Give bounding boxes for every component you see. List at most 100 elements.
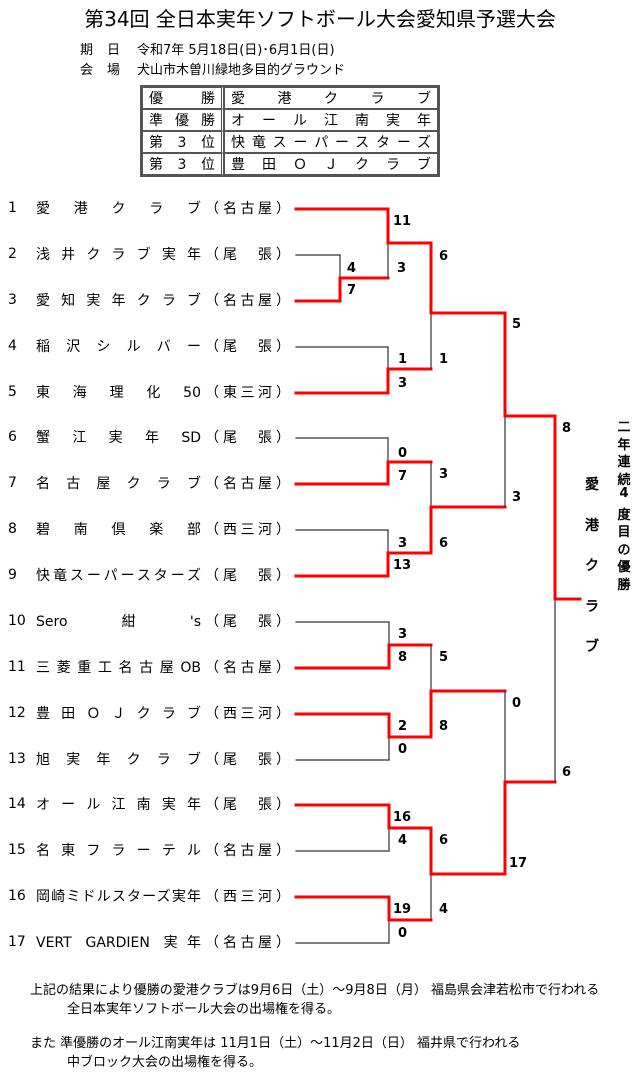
champion-note-char: 年 bbox=[617, 437, 631, 453]
footer-line: 上記の結果により優勝の愛港クラブは9月6日（土）～9月8日（月） 福島県会津若松… bbox=[30, 983, 600, 998]
score-label: 8 bbox=[562, 421, 572, 436]
score-label: 3 bbox=[398, 376, 408, 391]
team-region: （尾張） bbox=[205, 427, 290, 447]
team-region: （西三河） bbox=[205, 703, 290, 723]
score-label: 16 bbox=[393, 810, 412, 825]
champion-name-char: ブ bbox=[585, 639, 599, 655]
footer-line: また 準優勝のオール江南実年は 11月1日（土）～11月2日（日） 福井県で行わ… bbox=[30, 1036, 521, 1051]
footer-line: 中ブロック大会の出場権を得る。 bbox=[67, 1055, 263, 1070]
team-region-name: 名古屋 bbox=[223, 660, 272, 676]
score-label: 0 bbox=[512, 696, 522, 711]
champion-note-char: 連 bbox=[617, 455, 631, 470]
team-region-name: 名古屋 bbox=[223, 843, 272, 859]
score-label: 0 bbox=[398, 926, 408, 941]
score-label: 0 bbox=[398, 742, 408, 757]
team-name: 東海理化50 bbox=[36, 385, 201, 401]
score-label: 4 bbox=[347, 261, 357, 276]
score-label: 11 bbox=[393, 214, 412, 229]
score-label: 3 bbox=[439, 467, 449, 482]
team-region-name: 尾張 bbox=[223, 797, 272, 813]
team-region-name: 尾張 bbox=[223, 568, 272, 584]
team-name: オール江南実年 bbox=[36, 797, 201, 813]
team-name: 旭実年クラブ bbox=[36, 752, 201, 768]
score-label: 5 bbox=[439, 650, 449, 665]
champion-name-char: ク bbox=[585, 558, 599, 574]
page-title: 第34回 全日本実年ソフトボール大会愛知県予選大会 bbox=[84, 7, 556, 31]
score-label: 4 bbox=[439, 902, 449, 917]
champion-note-char: 続 bbox=[617, 472, 631, 488]
footer-line: 全日本実年ソフトボール大会の出場権を得る。 bbox=[67, 1002, 341, 1017]
team-region-name: 尾張 bbox=[223, 752, 272, 768]
champion-note-char: 優 bbox=[617, 560, 631, 575]
team-region: （西三河） bbox=[205, 886, 290, 906]
team-region: （名古屋） bbox=[205, 473, 290, 493]
score-label: 3 bbox=[398, 536, 408, 551]
team-region: （尾張） bbox=[205, 336, 290, 356]
place-team: 豊田ＯＪクラブ bbox=[224, 153, 438, 175]
date-label: 期日 bbox=[80, 43, 120, 58]
place-team: 快竜スーパースターズ bbox=[224, 131, 438, 153]
champion-note-char: 二 bbox=[617, 420, 631, 435]
place-team: 愛港クラブ bbox=[224, 87, 438, 109]
team-region-name: 名古屋 bbox=[223, 201, 272, 217]
venue-label: 会場 bbox=[80, 63, 120, 78]
score-label: 6 bbox=[439, 536, 449, 551]
team-region: （名古屋） bbox=[205, 932, 290, 952]
team-name: 名東フラーテル bbox=[36, 843, 201, 859]
team-seed: 16 bbox=[8, 888, 26, 904]
team-row: 16 岡崎ミドルスターズ実年（西三河） bbox=[0, 886, 296, 906]
score-label: 4 bbox=[398, 833, 408, 848]
results-row: 優勝愛港クラブ bbox=[142, 87, 438, 109]
champion-note-char: 勝 bbox=[617, 577, 631, 593]
results-row: 第3位快竜スーパースターズ bbox=[142, 131, 438, 153]
team-name: 岡崎ミドルスターズ実年 bbox=[36, 889, 201, 905]
team-seed: 9 bbox=[8, 567, 17, 583]
team-region-name: 名古屋 bbox=[223, 293, 272, 309]
score-label: 1 bbox=[398, 352, 408, 367]
team-name: 名古屋クラブ bbox=[36, 476, 201, 492]
results-row: 準優勝オール江南実年 bbox=[142, 109, 438, 131]
venue-value: 犬山市木曽川緑地多目的グラウンド bbox=[137, 63, 346, 78]
score-label: 3 bbox=[398, 627, 408, 642]
champion-name-char: 愛 bbox=[585, 477, 599, 493]
score-label: 6 bbox=[562, 765, 572, 780]
score-label: 3 bbox=[397, 261, 407, 276]
champion-note-char: の bbox=[617, 542, 631, 558]
team-region-name: 西三河 bbox=[223, 706, 272, 722]
team-region: （名古屋） bbox=[205, 198, 290, 218]
champion-name-char: 港 bbox=[585, 517, 599, 534]
team-region: （名古屋） bbox=[205, 840, 290, 860]
team-region: （尾張） bbox=[205, 244, 290, 264]
team-region-name: 東三河 bbox=[223, 385, 272, 401]
team-name: 愛港クラブ bbox=[36, 201, 201, 217]
results-table: 優勝愛港クラブ 準優勝オール江南実年 第3位快竜スーパースターズ 第3位豊田ＯＪ… bbox=[140, 85, 440, 177]
score-label: 6 bbox=[439, 249, 449, 264]
team-region-name: 尾張 bbox=[223, 430, 272, 446]
score-label: 1 bbox=[439, 352, 449, 367]
team-region: （西三河） bbox=[205, 519, 290, 539]
score-label: 17 bbox=[509, 856, 528, 871]
team-region-name: 名古屋 bbox=[223, 935, 272, 951]
team-seed: 5 bbox=[8, 384, 17, 400]
team-seed: 14 bbox=[8, 796, 26, 812]
team-seed: 3 bbox=[8, 292, 17, 308]
team-seed: 12 bbox=[8, 705, 26, 721]
team-region-name: 名古屋 bbox=[223, 476, 272, 492]
score-label: 13 bbox=[393, 558, 412, 573]
team-region-name: 尾張 bbox=[223, 247, 272, 263]
score-label: 8 bbox=[398, 650, 408, 665]
score-label: 2 bbox=[398, 719, 408, 734]
place-label: 優勝 bbox=[142, 87, 224, 109]
champion-note-char: 目 bbox=[617, 525, 631, 540]
team-seed: 11 bbox=[8, 659, 26, 675]
